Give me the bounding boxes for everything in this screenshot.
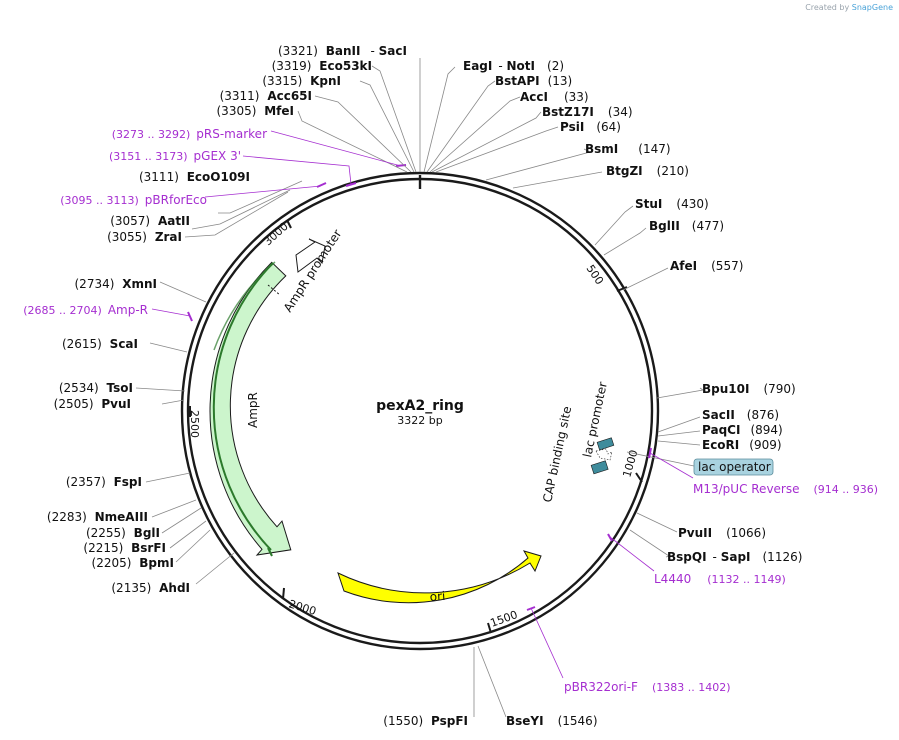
site-label-paqci: PaqCI(894) bbox=[702, 423, 783, 437]
site-label-bgli: (2255) BglI bbox=[86, 526, 160, 540]
site-label-bpu10i: Bpu10I(790) bbox=[702, 382, 796, 396]
primer-label-pbr322: pBR322ori-F(1383 .. 1402) bbox=[564, 680, 731, 694]
site-label-xmni: (2734) XmnI bbox=[75, 277, 158, 291]
ampr-label: AmpR bbox=[246, 392, 260, 428]
left-sites: (3321) BanII- SacI (3319) Eco53kI (3315)… bbox=[47, 44, 468, 728]
site-label-zrai: (3055) ZraI bbox=[107, 230, 182, 244]
site-label-eco53ki: (3319) Eco53kI bbox=[272, 59, 372, 73]
tick-1500 bbox=[487, 622, 492, 634]
lac-operator-label: lac operator bbox=[698, 460, 771, 474]
cap-binding-box[interactable] bbox=[590, 460, 609, 475]
site-label-eagi: EagI- NotI(2) bbox=[463, 59, 564, 73]
site-label-aatii: (3057) AatII bbox=[110, 214, 190, 228]
site-label-bsmi: BsmI(147) bbox=[585, 142, 671, 156]
tick-label-2000: 2000 bbox=[287, 597, 318, 618]
primer-label-pbrforeco: (3095 .. 3113)pBRforEco bbox=[60, 193, 207, 207]
right-sites: EagI- NotI(2) BstAPI(13) AccI(33) BstZ17… bbox=[463, 59, 802, 728]
site-label-kpni: (3315) KpnI bbox=[262, 74, 341, 88]
lac-promoter-box[interactable] bbox=[596, 437, 615, 451]
tick-1000 bbox=[635, 472, 643, 483]
site-label-bglii: BglII(477) bbox=[649, 219, 724, 233]
ampr-feature[interactable] bbox=[209, 261, 292, 556]
site-label-sacii: SacII(876) bbox=[702, 408, 779, 422]
site-label-ecoo109i: (3111) EcoO109I bbox=[139, 170, 250, 184]
site-label-tsoi: (2534) TsoI bbox=[59, 381, 133, 395]
plasmid-name: pexA2_ring bbox=[376, 398, 464, 414]
site-label-acc65i: (3311) Acc65I bbox=[220, 89, 312, 103]
primer-leaders bbox=[151, 130, 694, 679]
site-label-ahdi: (2135) AhdI bbox=[111, 581, 190, 595]
site-label-pspfi: (1550) PspFI bbox=[383, 714, 468, 728]
site-label-afei: AfeI(557) bbox=[670, 259, 743, 273]
site-label-banii: (3321) BanII- SacI bbox=[278, 44, 407, 58]
primer-label-prs: (3273 .. 3292)pRS-marker bbox=[112, 127, 267, 141]
primer-labels: (3273 .. 3292)pRS-marker (3151 .. 3173)p… bbox=[23, 127, 878, 694]
primer-label-l4440: L4440(1132 .. 1149) bbox=[654, 572, 786, 586]
site-label-pvui: (2505) PvuI bbox=[54, 397, 131, 411]
site-label-bstapi: BstAPI(13) bbox=[495, 74, 572, 88]
site-label-btgzi: BtgZI(210) bbox=[606, 164, 689, 178]
site-label-stui: StuI(430) bbox=[635, 197, 709, 211]
site-label-scai: (2615) ScaI bbox=[62, 337, 138, 351]
site-label-psti: PsiI(64) bbox=[560, 120, 621, 134]
site-label-fspi: (2357) FspI bbox=[66, 475, 142, 489]
site-label-ecori: EcoRI(909) bbox=[702, 438, 782, 452]
primer-label-ampr: (2685 .. 2704)Amp-R bbox=[23, 303, 148, 317]
cap-binding-label: CAP binding site bbox=[540, 405, 574, 504]
site-leaders bbox=[135, 58, 705, 718]
site-label-bpmi: (2205) BpmI bbox=[92, 556, 174, 570]
ampr-direction-line bbox=[212, 262, 274, 551]
backbone-outer bbox=[180, 171, 660, 651]
snapgene-logo: SnapGene bbox=[851, 3, 893, 12]
ampr-direction-line-upper bbox=[213, 261, 276, 351]
primer-label-m13: M13/pUC Reverse(914 .. 936) bbox=[693, 482, 878, 496]
site-label-bsrfi: (2215) BsrFI bbox=[83, 541, 166, 555]
ori-feature[interactable] bbox=[337, 550, 542, 604]
tick-label-2500: 2500 bbox=[188, 410, 201, 438]
primer-mark-ampr bbox=[187, 311, 193, 322]
snapgene-credit: Created by SnapGene bbox=[805, 3, 893, 12]
plasmid-size: 3322 bp bbox=[397, 414, 442, 427]
site-label-pvuii: PvuII(1066) bbox=[678, 526, 766, 540]
tick-2000 bbox=[282, 587, 285, 600]
ampr-promoter-feature[interactable] bbox=[295, 238, 326, 273]
tick-label-3000: 3000 bbox=[261, 220, 291, 248]
primer-mark-pgex bbox=[345, 182, 357, 187]
tick-3000 bbox=[286, 219, 292, 229]
lac-promoter-arrow[interactable] bbox=[595, 448, 613, 461]
site-label-bstz17i: BstZ17I(34) bbox=[542, 105, 633, 119]
site-label-bseyi: BseYI(1546) bbox=[506, 714, 598, 728]
primer-label-pgex: (3151 .. 3173)pGEX 3' bbox=[109, 149, 241, 163]
tick-500 bbox=[616, 286, 628, 292]
ori-label: ori bbox=[429, 589, 446, 604]
site-label-acci: AccI(33) bbox=[520, 90, 589, 104]
lac-operator-tag[interactable] bbox=[693, 458, 774, 476]
ampr-dashed-mark bbox=[267, 284, 281, 296]
site-label-bspqi: BspQI- SapI(1126) bbox=[667, 550, 802, 564]
site-label-nmeaiii: (2283) NmeAIII bbox=[47, 510, 148, 524]
tick-marks bbox=[189, 219, 643, 634]
ampr-direction-tip bbox=[267, 547, 273, 557]
site-label-mfei: (3305) MfeI bbox=[217, 104, 295, 118]
